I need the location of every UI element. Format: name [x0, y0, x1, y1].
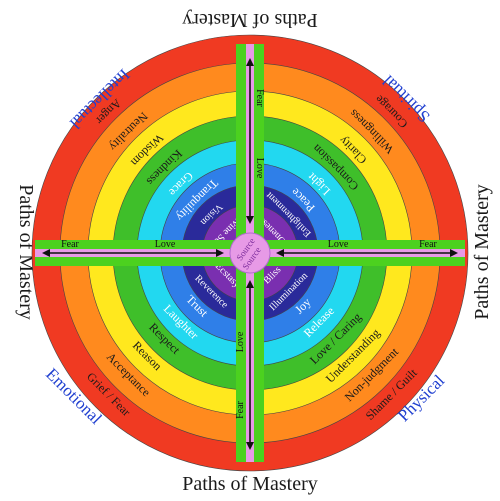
bar-left-fear: Fear — [61, 239, 79, 250]
bar-bottom-fear: Fear — [235, 400, 246, 418]
bar-top-fear: Fear — [254, 89, 265, 107]
source-core — [229, 232, 271, 274]
title-left: Paths of Mastery — [15, 184, 37, 320]
bar-right-love: Love — [328, 239, 349, 250]
bar-left-love: Love — [155, 239, 176, 250]
title-right: Paths of Mastery — [471, 184, 493, 320]
title-bottom: Paths of Mastery — [182, 473, 318, 495]
title-top: Paths of Mastery — [182, 9, 318, 31]
bar-top-love: Love — [254, 158, 265, 179]
bar-bottom-love: Love — [235, 331, 246, 352]
bar-right-fear: Fear — [419, 239, 437, 250]
